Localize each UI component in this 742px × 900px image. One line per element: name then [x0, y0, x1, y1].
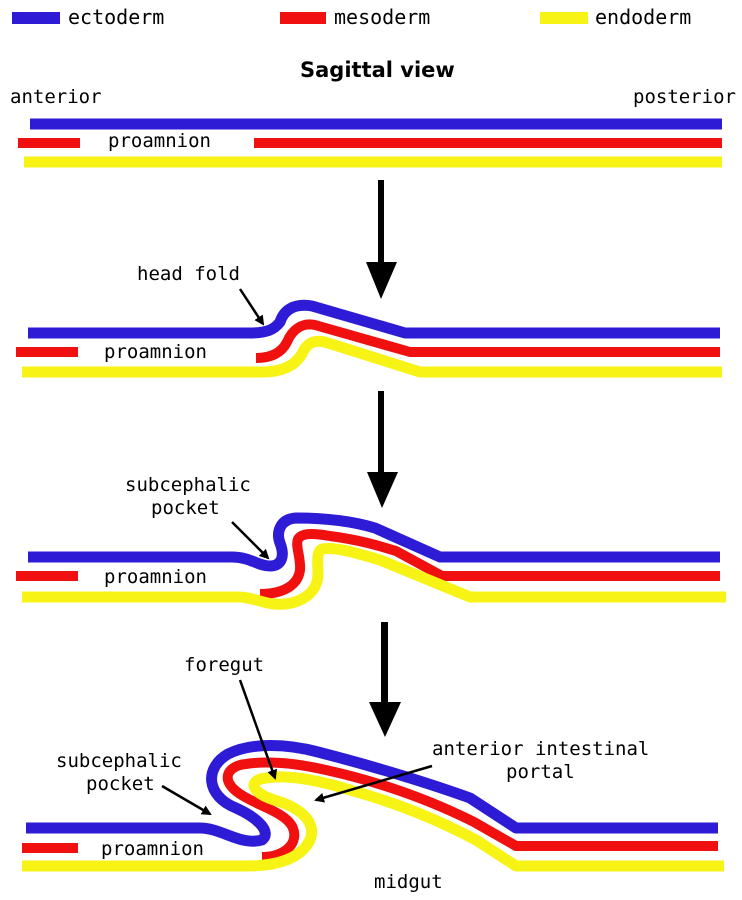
- arrow-head: [369, 702, 401, 737]
- stage4-label-pocket: pocket: [86, 773, 155, 795]
- legend-swatch-endoderm: [540, 12, 588, 24]
- stage-3-subcephalic-pocket: proamnion subcephalic pocket: [16, 474, 726, 604]
- stage3-label-proamnion: proamnion: [104, 566, 207, 588]
- stage4-label-foregut: foregut: [184, 654, 264, 676]
- stage-4-foregut: proamnion subcephalic pocket foregut ant…: [22, 654, 724, 893]
- diagram-title: Sagittal view: [300, 58, 455, 82]
- stage4-label-midgut: midgut: [374, 871, 443, 893]
- stage4-pointer-subcephalic: [162, 786, 210, 814]
- arrow-shaft: [378, 180, 384, 266]
- stage1-label-proamnion: proamnion: [108, 130, 211, 152]
- arrow-shaft: [378, 391, 384, 475]
- arrow-head: [366, 262, 397, 299]
- arrow-head: [367, 472, 398, 508]
- stage-arrow-2: [367, 391, 398, 508]
- arrow-shaft: [381, 622, 388, 704]
- stage4-label-anterior-intestinal: anterior intestinal: [432, 738, 649, 760]
- stage3-label-pocket: pocket: [151, 497, 220, 519]
- stage2-label-proamnion: proamnion: [104, 341, 207, 363]
- legend-swatch-mesoderm: [280, 12, 326, 24]
- stage2-pointer-head-fold: [240, 289, 263, 324]
- label-anterior: anterior: [10, 86, 102, 108]
- stage4-label-proamnion: proamnion: [101, 838, 204, 860]
- stage4-label-subcephalic: subcephalic: [56, 750, 182, 772]
- stage3-label-subcephalic: subcephalic: [125, 474, 251, 496]
- stage4-label-portal: portal: [506, 761, 575, 783]
- stage-arrow-1: [366, 180, 397, 299]
- stage-1-flat: proamnion: [18, 124, 722, 162]
- legend-swatch-ectoderm: [12, 12, 60, 24]
- label-posterior: posterior: [633, 86, 736, 108]
- legend-label-ectoderm: ectoderm: [68, 5, 164, 29]
- stage-arrow-3: [369, 622, 401, 737]
- stage2-ectoderm: [28, 305, 720, 333]
- stage3-mesoderm: [260, 534, 720, 594]
- stage2-label-head-fold: head fold: [137, 263, 240, 285]
- stage-2-head-fold: proamnion head fold: [16, 263, 722, 372]
- legend-label-endoderm: endoderm: [595, 5, 691, 29]
- legend: ectoderm mesoderm endoderm: [12, 5, 691, 29]
- legend-label-mesoderm: mesoderm: [334, 5, 430, 29]
